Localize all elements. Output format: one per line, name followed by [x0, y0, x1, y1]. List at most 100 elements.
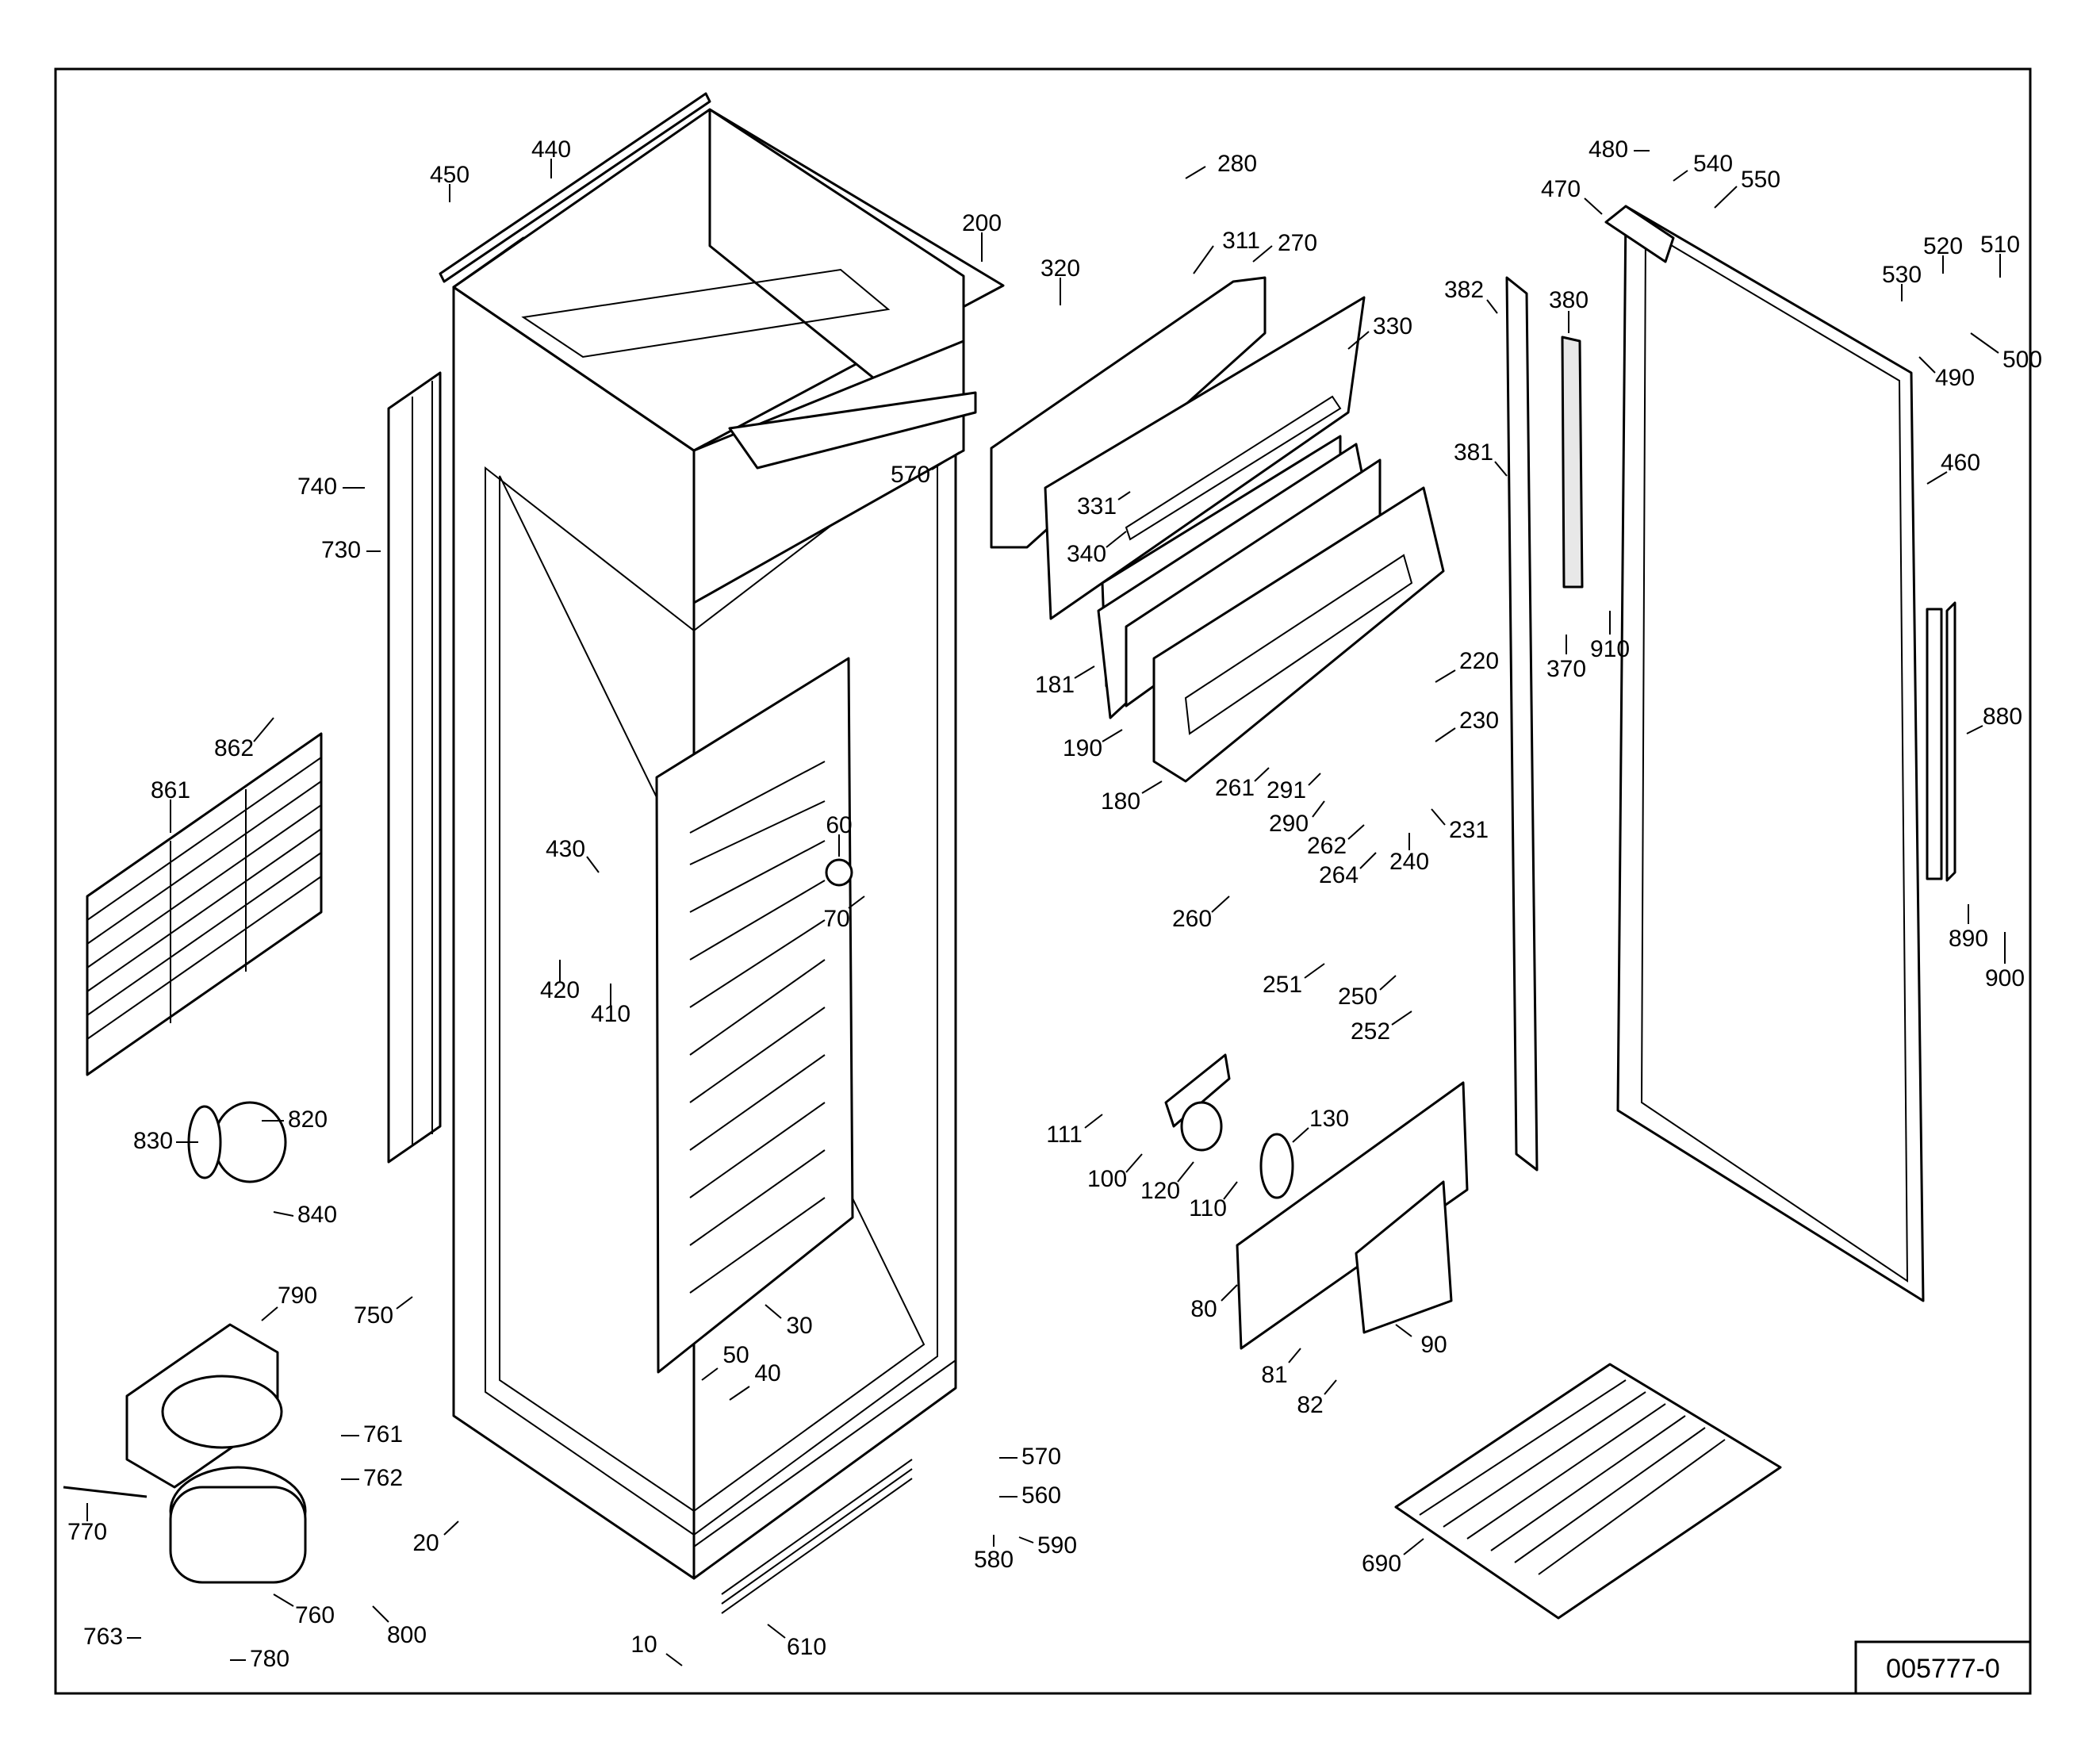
part-callout-10: 10	[630, 1632, 683, 1666]
leader-line	[261, 1306, 278, 1321]
part-callout-252: 252	[1351, 1010, 1412, 1045]
leader-line	[1308, 773, 1321, 786]
part-number: 590	[1037, 1532, 1077, 1559]
part-number: 130	[1309, 1106, 1349, 1132]
condenser	[387, 371, 442, 1164]
part-number: 70	[823, 906, 849, 932]
leader-line	[1918, 356, 1936, 374]
glass-door	[1604, 205, 1943, 1302]
part-callout-900: 900	[1985, 932, 2025, 991]
part-number: 410	[591, 1001, 630, 1027]
part-callout-381: 381	[1454, 439, 1508, 477]
leader-line	[729, 1386, 750, 1401]
part-number: 763	[83, 1624, 123, 1650]
part-callout-780: 780	[230, 1646, 289, 1672]
condenser-fan-motor	[187, 1101, 287, 1183]
part-number: 761	[363, 1421, 403, 1448]
part-number: 251	[1263, 972, 1302, 998]
part-number: 890	[1949, 926, 1988, 952]
part-callout-20: 20	[412, 1520, 459, 1556]
leader-line	[665, 1653, 683, 1666]
part-number: 20	[412, 1530, 439, 1556]
part-number: 290	[1269, 811, 1309, 837]
part-number: 862	[214, 735, 254, 761]
leader-line	[848, 895, 865, 909]
part-number: 460	[1941, 450, 1980, 476]
leader-line	[1359, 852, 1377, 869]
drawing-frame	[54, 67, 2032, 1695]
part-number: 10	[630, 1632, 657, 1658]
top-canopy	[452, 108, 1005, 604]
leader-line	[1304, 963, 1325, 979]
part-number: 760	[295, 1602, 335, 1628]
leader-line	[1125, 1153, 1143, 1173]
rear-grille	[86, 732, 323, 1076]
part-number: 780	[250, 1646, 289, 1672]
part-number: 181	[1035, 672, 1075, 698]
leader-line	[1211, 895, 1230, 913]
part-number: 231	[1449, 817, 1489, 843]
leader-line	[1102, 729, 1123, 742]
part-number: 910	[1590, 636, 1630, 662]
part-callout-290: 290	[1269, 800, 1325, 837]
leader-line	[1312, 800, 1325, 818]
part-number: 230	[1459, 708, 1499, 734]
part-number: 530	[1882, 262, 1922, 288]
part-number: 60	[826, 812, 852, 838]
part-callout-740: 740	[297, 474, 365, 500]
leader-line	[586, 856, 600, 873]
part-callout-890: 890	[1949, 904, 1988, 952]
part-callout-540: 540	[1673, 151, 1733, 182]
part-callout-331: 331	[1077, 491, 1131, 520]
part-callout-910: 910	[1590, 611, 1630, 662]
part-callout-460: 460	[1926, 450, 1980, 485]
part-number: 320	[1040, 255, 1080, 282]
wire-shelf	[1394, 1363, 1782, 1620]
leader-line	[1185, 166, 1206, 179]
part-callout-340: 340	[1067, 531, 1127, 567]
part-number: 111	[1046, 1122, 1083, 1148]
part-number: 840	[297, 1202, 337, 1228]
part-number: 861	[151, 777, 190, 803]
part-number: 830	[133, 1128, 173, 1154]
part-callout-291: 291	[1267, 773, 1321, 803]
part-number: 570	[891, 462, 930, 488]
part-number: 560	[1021, 1482, 1061, 1509]
part-number: 240	[1389, 849, 1429, 875]
part-number: 270	[1278, 230, 1317, 256]
leader-line	[273, 1593, 294, 1607]
part-number: 220	[1459, 648, 1499, 674]
part-callout-750: 750	[354, 1296, 413, 1329]
part-callout-220: 220	[1435, 648, 1499, 683]
leader-line	[1221, 1284, 1238, 1302]
part-callout-40: 40	[729, 1360, 781, 1401]
part-callout-790: 790	[261, 1283, 317, 1321]
leader-line	[443, 1520, 459, 1536]
part-number: 264	[1319, 862, 1359, 888]
leader-line	[1106, 531, 1127, 548]
part-callout-70: 70	[823, 895, 865, 932]
part-callout-111: 111	[1046, 1114, 1103, 1148]
leader-line	[1018, 1536, 1034, 1544]
leader-line	[701, 1367, 719, 1381]
part-number: 762	[363, 1465, 403, 1491]
leader-line	[1074, 665, 1095, 679]
part-number: 81	[1261, 1362, 1287, 1388]
leader-line	[1223, 1181, 1238, 1200]
part-callout-761: 761	[341, 1421, 403, 1448]
leader-line	[1254, 767, 1270, 782]
leader-line	[1494, 461, 1508, 477]
part-callout-762: 762	[341, 1465, 403, 1491]
vent-grille	[721, 1459, 913, 1614]
leader-line	[1714, 186, 1738, 209]
leader-line	[1391, 1010, 1412, 1026]
part-callout-570: 570	[891, 451, 960, 488]
part-callout-240: 240	[1389, 833, 1429, 875]
part-callout-370: 370	[1546, 635, 1586, 682]
leader-line	[1193, 245, 1214, 274]
part-callout-181: 181	[1035, 665, 1095, 698]
leader-line	[765, 1304, 782, 1319]
part-callout-311: 311	[1193, 228, 1260, 274]
part-callout-490: 490	[1918, 356, 1975, 391]
